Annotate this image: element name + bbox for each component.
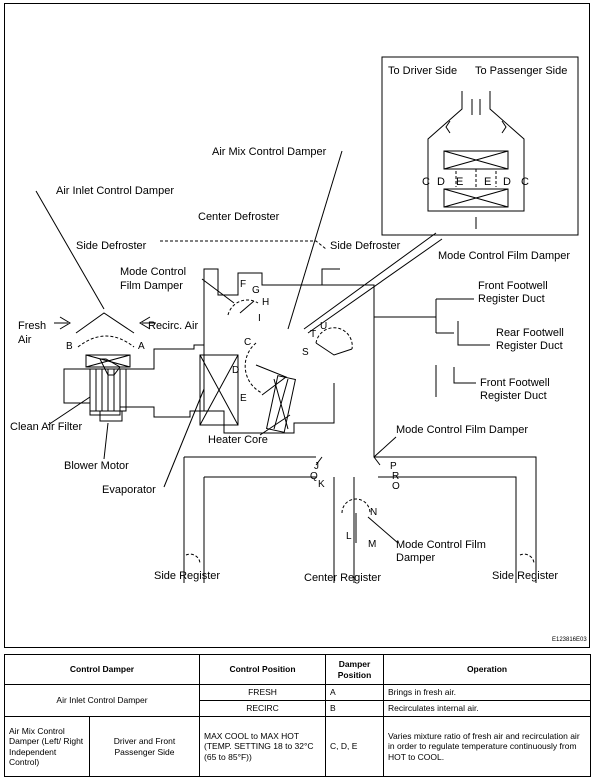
letter-l: L — [346, 531, 352, 542]
air-inlet-control-damper-label: Air Inlet Control Damper — [56, 185, 174, 197]
front-footwell-register-duct-1-label: Front Footwell — [478, 280, 548, 292]
recirc-damper: B — [325, 700, 385, 717]
register-duct-3-label: Register Duct — [480, 390, 547, 402]
inset-box: To Driver Side To Passenger Side C D E E… — [381, 56, 579, 236]
letter-r: R — [392, 471, 399, 482]
hvac-duct — [63, 240, 537, 583]
letter-d: D — [232, 365, 239, 376]
letter-m: M — [368, 539, 376, 550]
recirc-operation: Recirculates internal air. — [383, 700, 592, 717]
recirc-air-label: Recirc. Air — [148, 320, 198, 332]
inset-letter-e-right: E — [484, 176, 491, 188]
side-defroster-left-label: Side Defroster — [76, 240, 147, 252]
airmix-damper: C, D, E — [325, 716, 385, 777]
mode-control-film-damper-top-label: Mode Control Film Damper — [438, 250, 570, 262]
letter-p: P — [390, 461, 397, 472]
letter-k: K — [318, 479, 325, 490]
letter-g: G — [252, 285, 260, 296]
letter-i: I — [258, 313, 261, 324]
fresh-position: FRESH — [199, 684, 327, 701]
damper-table: Control Damper Control Position Damper P… — [3, 654, 592, 777]
fresh-operation: Brings in fresh air. — [383, 684, 592, 701]
inset-letter-c-left: C — [422, 176, 430, 188]
letter-o: O — [392, 481, 400, 492]
inset-letter-c-right: C — [521, 176, 529, 188]
inlet-damper-name: Air Inlet Control Damper — [3, 684, 201, 717]
table-header-row: Control Damper Control Position Damper P… — [3, 654, 592, 685]
mode-control-film-bottom-1-label: Mode Control Film — [396, 539, 486, 551]
airflow-diagram: To Driver Side To Passenger Side C D E E… — [10, 56, 587, 643]
to-driver-side-label: To Driver Side — [388, 65, 457, 77]
airmix-side: Driver and Front Passenger Side — [88, 716, 201, 777]
air-label: Air — [18, 334, 32, 346]
letter-u: U — [320, 321, 327, 332]
letter-c: C — [244, 337, 251, 348]
register-duct-2-label: Register Duct — [496, 340, 563, 352]
side-defroster-right-label: Side Defroster — [330, 240, 401, 252]
figure-id-label: E123816E03 — [552, 637, 587, 643]
inset-letter-e-left: E — [456, 176, 463, 188]
header-damper-position: Damper Position — [325, 654, 385, 685]
header-operation: Operation — [383, 654, 592, 685]
air-mix-control-damper-label: Air Mix Control Damper — [212, 146, 327, 158]
letter-h: H — [262, 297, 269, 308]
fresh-label: Fresh — [18, 320, 46, 332]
inset-letter-d-left: D — [437, 176, 445, 188]
to-passenger-side-label: To Passenger Side — [475, 65, 567, 77]
blower-motor-label: Blower Motor — [64, 460, 129, 472]
letter-n: N — [370, 507, 377, 518]
header-control-position: Control Position — [199, 654, 327, 685]
letter-b: B — [66, 341, 73, 352]
center-defroster-label: Center Defroster — [198, 211, 280, 223]
letter-q: Q — [310, 471, 318, 482]
clean-air-filter-label: Clean Air Filter — [10, 421, 82, 433]
letter-a: A — [138, 341, 145, 352]
rear-footwell-label: Rear Footwell — [496, 327, 564, 339]
letter-t: T — [310, 329, 316, 340]
table-row: Air Inlet Control Damper FRESH A Brings … — [3, 684, 592, 717]
evaporator-label: Evaporator — [102, 484, 156, 496]
letter-e: E — [240, 393, 247, 404]
mode-control-film-bottom-2-label: Damper — [396, 552, 435, 564]
mode-control-label: Mode Control — [120, 266, 186, 278]
letter-f: F — [240, 279, 246, 290]
side-register-left-label: Side Register — [154, 570, 220, 582]
airmix-position: MAX COOL to MAX HOT (TEMP. SETTING 18 to… — [199, 716, 327, 777]
register-duct-1-label: Register Duct — [478, 293, 545, 305]
side-register-right-label: Side Register — [492, 570, 558, 582]
leader-lines — [35, 150, 474, 544]
table-row: RECIRC B Recirculates internal air. — [5, 700, 592, 717]
letter-j: J — [314, 461, 319, 472]
center-register-label: Center Register — [304, 572, 381, 584]
damper-symbols — [185, 299, 535, 564]
blower-assembly — [54, 312, 156, 422]
recirc-position: RECIRC — [199, 700, 327, 717]
airmix-damper-name: Air Mix Control Damper (Left/ Right Inde… — [4, 716, 90, 777]
mode-control-film-damper-mid-label: Mode Control Film Damper — [396, 424, 528, 436]
header-control-damper: Control Damper — [3, 654, 201, 685]
film-damper-label: Film Damper — [120, 280, 183, 292]
fresh-damper: A — [325, 684, 385, 701]
heater-core-label: Heater Core — [208, 434, 268, 446]
front-footwell-register-duct-2-label: Front Footwell — [480, 377, 550, 389]
letter-s: S — [302, 347, 309, 358]
diagram-frame — [4, 3, 590, 648]
inset-letter-d-right: D — [503, 176, 511, 188]
table-row: Air Mix Control Damper (Left/ Right Inde… — [4, 716, 592, 777]
airmix-operation: Varies mixture ratio of fresh air and re… — [383, 716, 592, 777]
